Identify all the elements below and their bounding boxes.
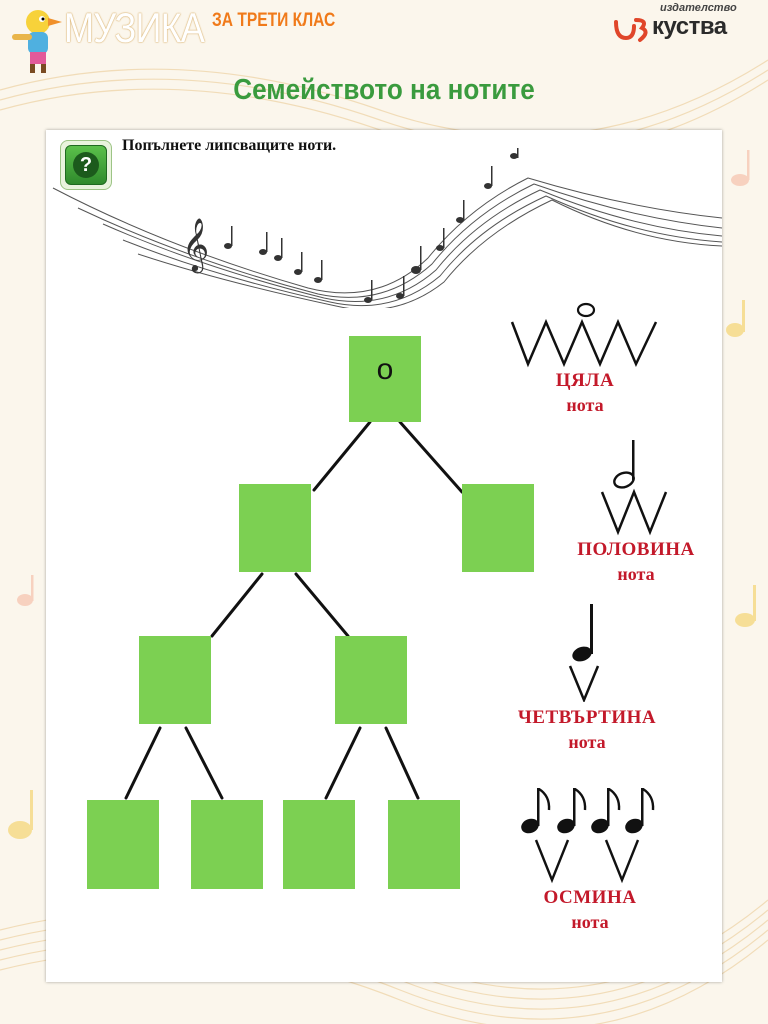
- page-title: Семейството на нотите: [233, 74, 535, 106]
- legend-quarter: ЧЕТВЪРТИНА нота: [496, 706, 678, 754]
- tree-box-level3-1[interactable]: [139, 636, 211, 724]
- tree-box-root[interactable]: [349, 336, 421, 422]
- tree-box-level2-2[interactable]: [462, 484, 534, 572]
- whole-note-icon: [510, 302, 658, 368]
- help-button-inner: ?: [65, 145, 107, 185]
- svg-text:𝄞: 𝄞: [182, 217, 209, 273]
- legend-whole-name: ЦЯЛА: [555, 370, 615, 391]
- publisher-label-small: издателство: [660, 2, 737, 14]
- eighth-note-icon: [521, 787, 655, 884]
- whole-note-symbol: o: [376, 353, 394, 386]
- half-note-icon: [600, 440, 668, 536]
- tree-box-level2-1[interactable]: [239, 484, 311, 572]
- publisher-logo-icon: [614, 18, 648, 42]
- quarter-note-icon: [568, 604, 600, 702]
- tree-box-level4-4[interactable]: [388, 800, 460, 889]
- legend-eighth: ОСМИНА нота: [520, 886, 660, 934]
- help-button[interactable]: ?: [60, 140, 112, 190]
- music-staff-decoration: 𝄞: [52, 148, 722, 308]
- tree-box-level4-3[interactable]: [283, 800, 355, 889]
- question-icon: ?: [73, 152, 99, 178]
- publisher-label-main: куства: [652, 13, 727, 40]
- legend-eighth-name: ОСМИНА: [543, 887, 637, 908]
- bird-mascot-icon: [12, 10, 62, 73]
- legend-whole-word: нота: [566, 395, 604, 415]
- tree-box-level4-2[interactable]: [191, 800, 263, 889]
- instruction-text: Попълнете липсващите ноти.: [122, 137, 337, 154]
- brand-subtitle: ЗА ТРЕТИ КЛАС: [212, 10, 336, 31]
- legend-eighth-word: нота: [571, 912, 609, 932]
- legend-quarter-word: нота: [568, 732, 606, 752]
- legend-quarter-name: ЧЕТВЪРТИНА: [517, 707, 657, 728]
- legend-half-word: нота: [617, 564, 655, 584]
- tree-box-level3-2[interactable]: [335, 636, 407, 724]
- brand-title: МУЗИКА: [64, 4, 205, 51]
- legend-half-name: ПОЛОВИНА: [577, 539, 695, 560]
- legend-half: ПОЛОВИНА нота: [556, 538, 716, 586]
- legend-whole: ЦЯЛА нота: [520, 369, 650, 417]
- tree-box-level4-1[interactable]: [87, 800, 159, 889]
